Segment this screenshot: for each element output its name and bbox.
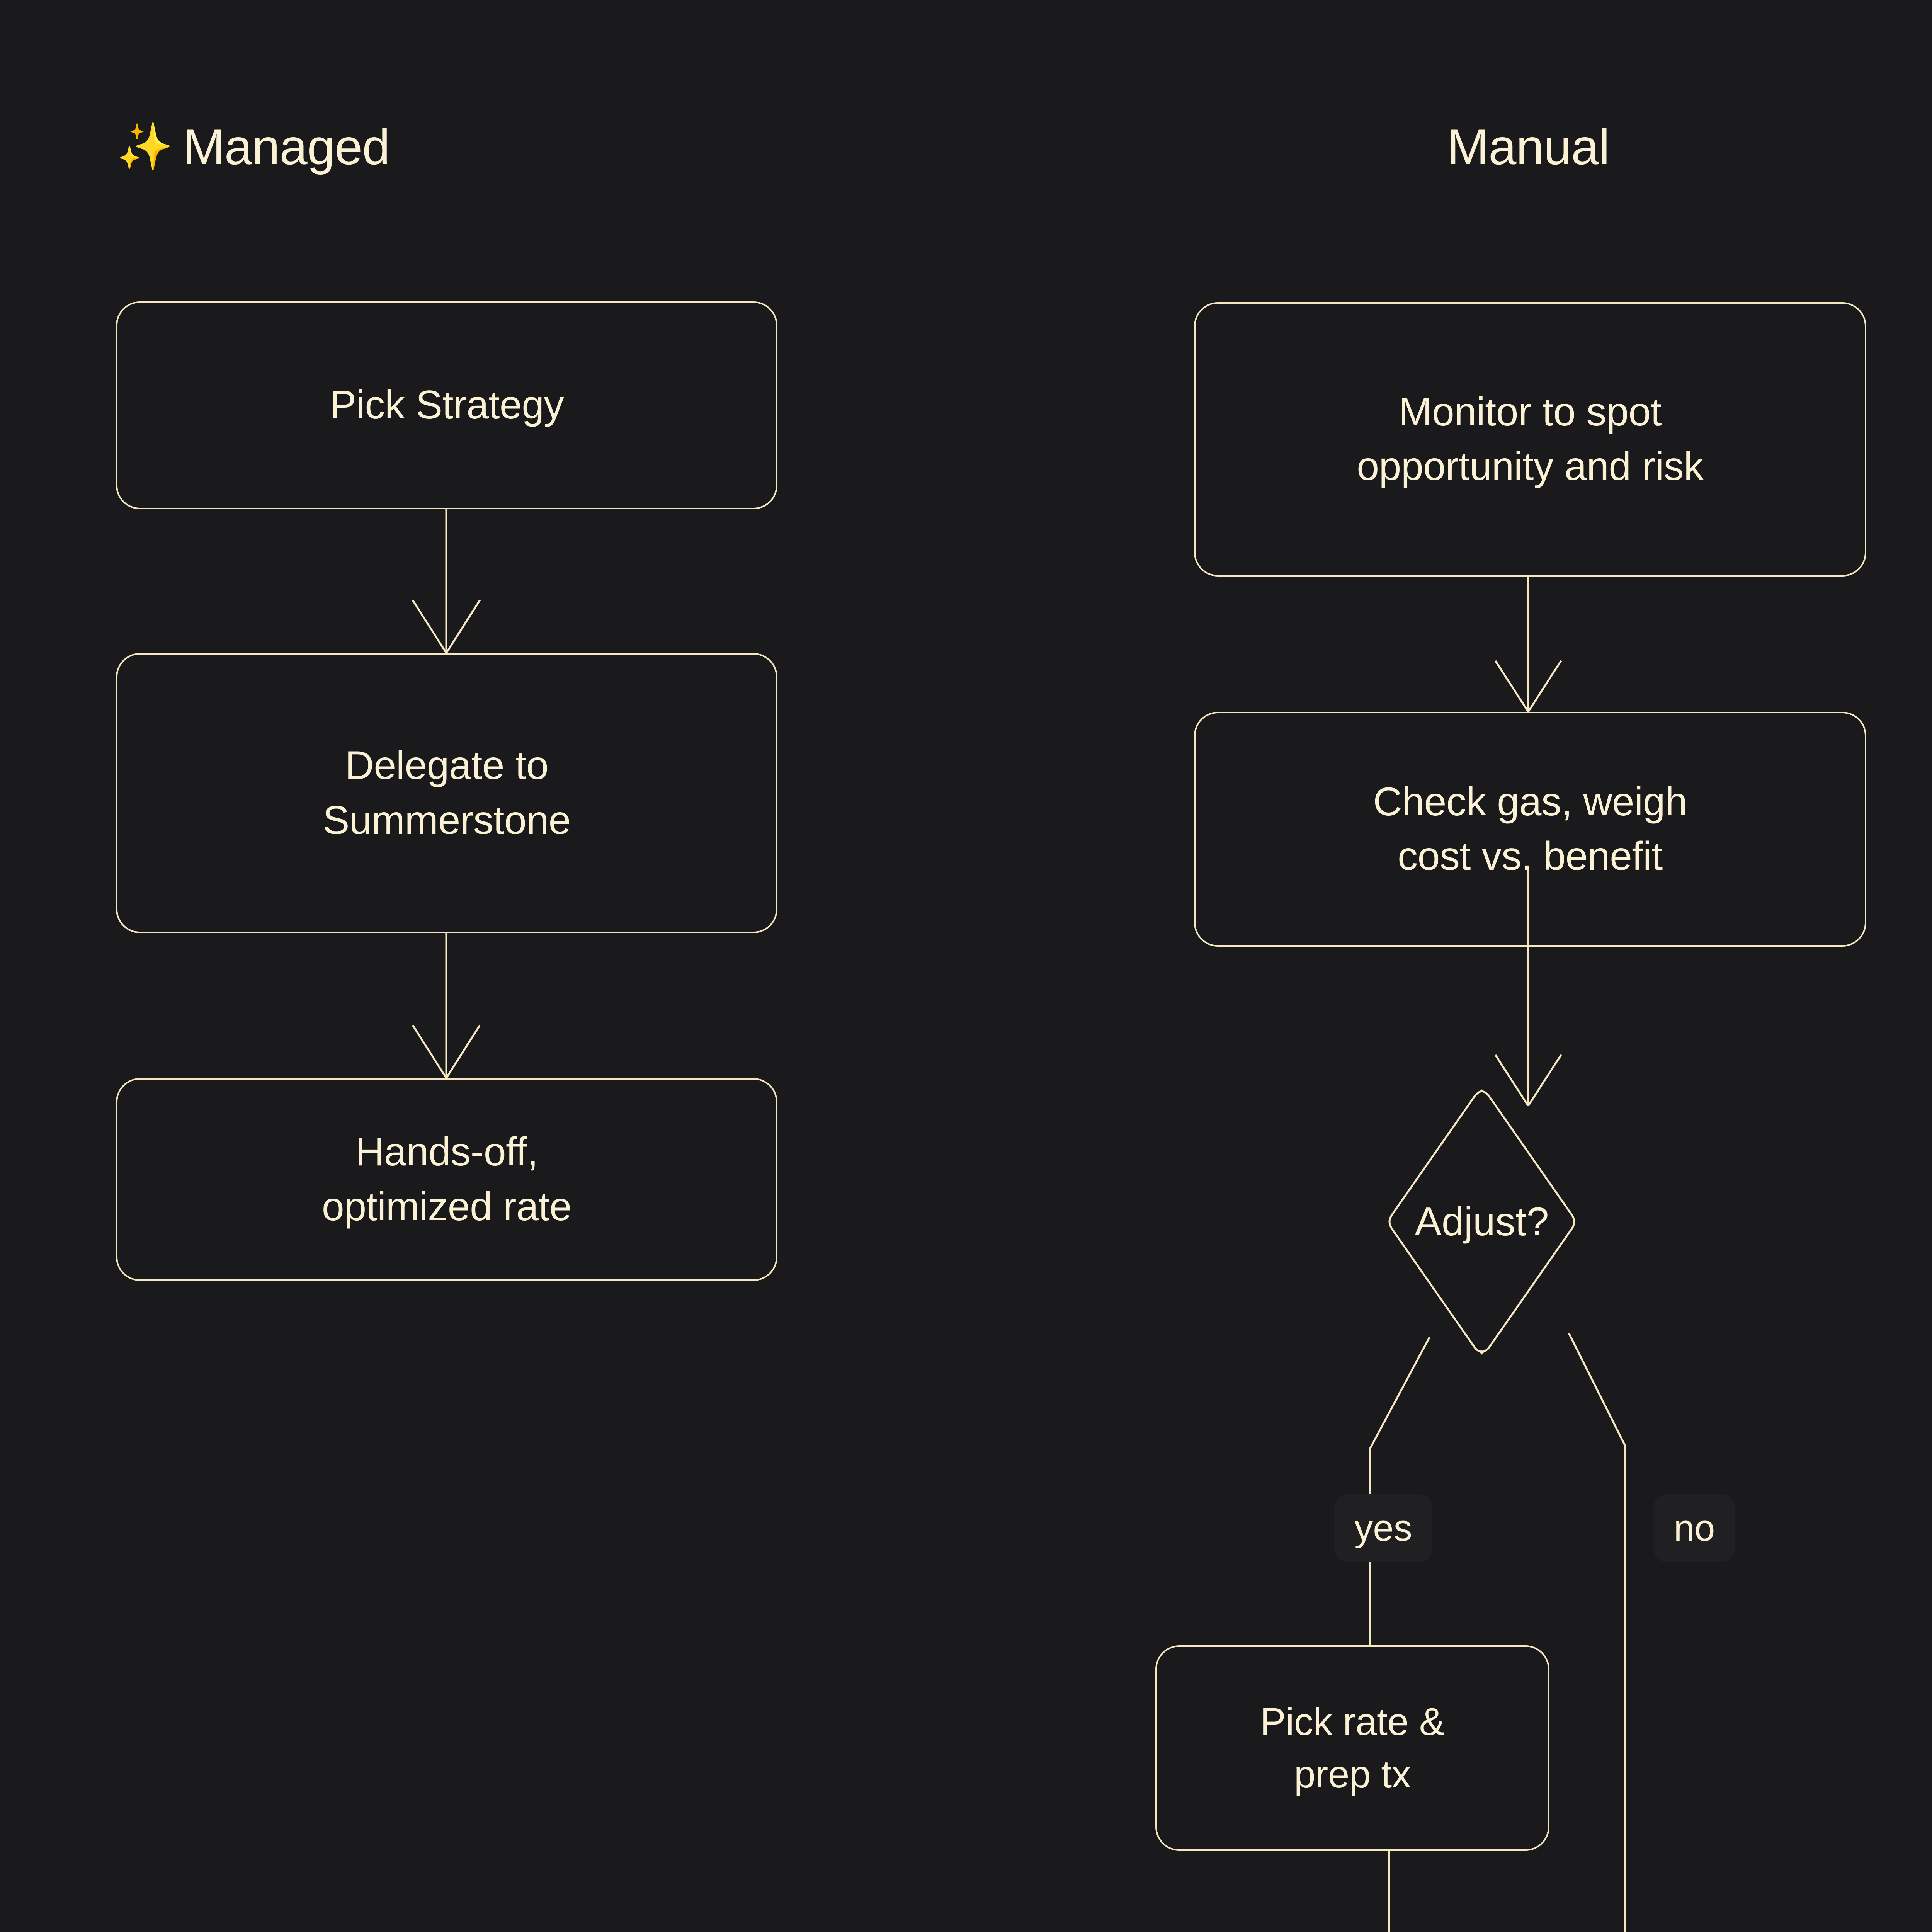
node-hands-off-optimized-rate[interactable]: Hands-off, optimized rate — [116, 1078, 777, 1281]
edge-pick-strategy-to-delegate — [412, 509, 481, 654]
node-label: Delegate to Summerstone — [323, 743, 571, 843]
node-pick-strategy[interactable]: Pick Strategy — [116, 301, 777, 509]
column-title-managed-label: Managed — [183, 119, 390, 175]
node-label: Monitor to spot opportunity and risk — [1357, 389, 1704, 489]
column-title-managed: ✨ Managed — [116, 119, 390, 175]
edge-adjust-yes-to-pickrate — [1369, 1336, 1431, 1645]
edge-checkgas-to-adjust — [1494, 869, 1562, 1107]
node-label: Pick rate & prep tx — [1260, 1700, 1445, 1796]
edge-label-yes: yes — [1334, 1494, 1432, 1562]
node-monitor-to-spot-opportunity-and-risk[interactable]: Monitor to spot opportunity and risk — [1194, 302, 1866, 577]
node-pick-rate-prep-tx[interactable]: Pick rate & prep tx — [1155, 1645, 1549, 1851]
node-adjust-decision[interactable]: Adjust? — [1385, 1086, 1578, 1358]
edge-monitor-to-checkgas — [1494, 577, 1562, 713]
column-title-manual: Manual — [1447, 119, 1610, 175]
node-label: Pick Strategy — [329, 383, 564, 428]
node-label: Check gas, weigh cost vs. benefit — [1373, 779, 1687, 879]
node-check-gas-weigh-cost-vs-benefit[interactable]: Check gas, weigh cost vs. benefit — [1194, 712, 1866, 947]
edge-label-no: no — [1653, 1494, 1735, 1562]
diamond-shape — [1388, 1086, 1575, 1358]
column-title-manual-label: Manual — [1447, 119, 1610, 175]
node-delegate-to-summerstone[interactable]: Delegate to Summerstone — [116, 653, 777, 933]
edge-adjust-no-to-verify — [1568, 1332, 1626, 1932]
node-label: Adjust? — [1415, 1199, 1549, 1244]
node-label: Hands-off, optimized rate — [321, 1129, 572, 1229]
sparkles-icon: ✨ — [116, 121, 173, 172]
edge-delegate-to-handsoff — [412, 933, 481, 1079]
